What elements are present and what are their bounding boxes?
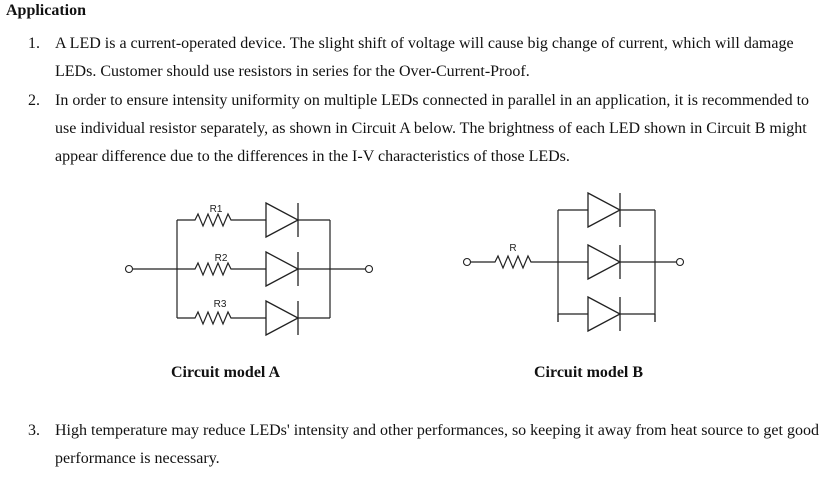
circuit-a-caption: Circuit model A — [171, 364, 281, 381]
resistor-label-r1: R1 — [210, 204, 223, 215]
resistor-label-r3: R3 — [214, 299, 227, 310]
list-item-text: A LED is a current-operated device. The … — [55, 35, 794, 80]
circuit-model-b-diagram: R — [462, 192, 685, 332]
terminal-a-left — [124, 264, 134, 274]
circuit-model-a-diagram: R1 R2 R3 — [124, 202, 374, 336]
terminal-b-right — [675, 257, 685, 267]
list-item-number: 3. — [28, 422, 40, 439]
section-heading: Application — [6, 2, 87, 19]
terminal-a-right — [364, 264, 374, 274]
circuit-b-caption: Circuit model B — [534, 364, 644, 381]
resistor-label-r2: R2 — [215, 253, 228, 264]
resistor-label-r: R — [509, 243, 516, 254]
list-item-text: In order to ensure intensity uniformity … — [55, 92, 810, 165]
terminal-b-left — [462, 257, 472, 267]
list-item-number: 2. — [28, 92, 40, 109]
list-item-number: 1. — [28, 35, 40, 52]
list-item-text: High temperature may reduce LEDs' intens… — [55, 422, 819, 467]
